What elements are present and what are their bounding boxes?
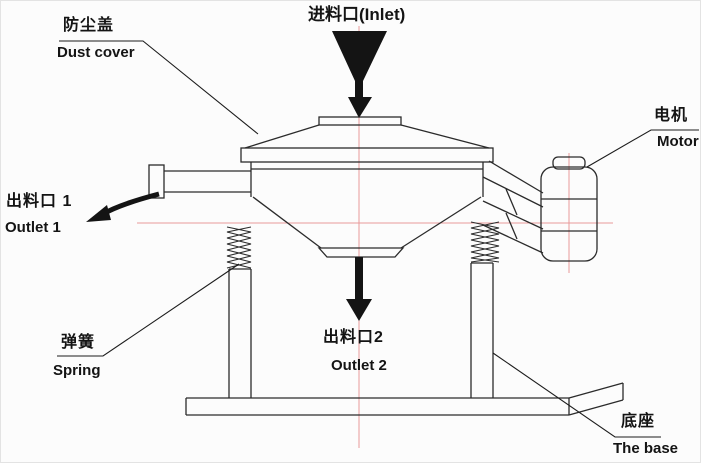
cone-right [400,196,482,249]
outlet2-arrow-icon [346,257,372,321]
label-outlet2-zh: 出料口2 [323,329,384,346]
motor-body [540,166,598,262]
spring-leader [57,263,240,357]
dust-cover-leader [59,40,259,135]
label-inlet: 进料口(Inlet) [308,5,406,24]
base-persp-top [568,382,624,399]
motor-top-cap [552,156,586,170]
label-spring-zh: 弹簧 [61,334,96,351]
motor-bracket-2 [482,176,544,208]
inlet-arrow-icon [348,97,372,118]
drum-body [250,162,484,258]
base-persp-bottom [568,399,624,416]
base-leader [492,352,661,438]
funnel-shape [332,31,387,97]
bottom-ring [317,247,405,258]
motor-shape [482,156,598,262]
cover-rim [240,147,494,163]
spring-right-coil [470,221,500,263]
dust-cover-shape [240,116,494,163]
spring-right-coil-cross [470,221,500,263]
label-spring-en: Spring [53,362,101,379]
label-motor-zh: 电机 [654,107,689,124]
label-outlet1-en: Outlet 1 [5,219,61,236]
base-stand [185,262,624,416]
spout-flange [148,164,165,199]
motor-bracket-4 [482,224,544,254]
label-motor-en: Motor [657,133,699,150]
label-outlet2-en: Outlet 2 [331,357,387,374]
cover-slope-left [244,124,320,149]
motor-bracket-1 [488,160,544,194]
cover-slope-right [400,124,490,149]
label-dust-cover-zh: 防尘盖 [63,17,115,34]
inlet-funnel [332,31,387,118]
label-outlet1-zh: 出料口 1 [6,193,73,210]
outlet1-spout [148,164,251,199]
spring-left-coil-cross [226,226,252,269]
outlet1-arrow-icon [86,191,160,222]
label-base-en: The base [613,440,679,457]
motor-leader [586,129,699,168]
motor-bracket-hatch-1 [505,188,518,216]
motor-bracket-3 [482,200,544,230]
label-dust-cover-en: Dust cover [57,44,135,61]
cone-left [252,196,322,249]
leader-lines [57,40,699,438]
springs [226,221,500,269]
motor-bracket-hatch-2 [505,212,518,240]
cover-flange [318,116,402,126]
label-base-zh: 底座 [621,413,656,430]
